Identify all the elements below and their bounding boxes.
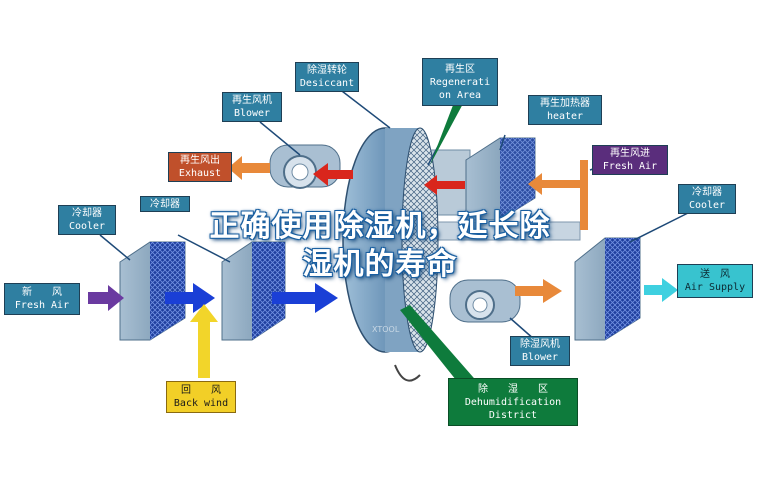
cooler-left-unit bbox=[119, 241, 186, 341]
arrow-regen-fresh-air bbox=[528, 160, 588, 230]
regen-area-pointer bbox=[430, 100, 465, 165]
arrow-blue-1 bbox=[165, 283, 215, 313]
arrow-exhaust bbox=[228, 156, 270, 180]
arrow-fresh-air-in bbox=[88, 285, 124, 311]
dehum-district-pointer bbox=[400, 305, 480, 385]
arrow-wheel-to-blower bbox=[313, 163, 353, 186]
arrow-back-wind bbox=[190, 304, 218, 378]
headline-line1: 正确使用除湿机，延长除 bbox=[209, 209, 551, 244]
arrow-orange-process bbox=[515, 279, 562, 303]
arrow-blue-2 bbox=[272, 283, 338, 313]
headline-line2: 湿机的寿命 bbox=[302, 247, 458, 282]
regen-heater-unit bbox=[465, 137, 536, 221]
cooler-second-unit bbox=[221, 241, 286, 341]
watermark: XTOOL bbox=[372, 325, 400, 334]
arrow-regen-to-wheel bbox=[424, 175, 465, 195]
cooler-right-unit bbox=[574, 237, 641, 341]
headline-title: 正确使用除湿机，延长除 湿机的寿命 bbox=[120, 208, 640, 284]
dehum-blower-unit bbox=[449, 279, 521, 323]
regen-blower-unit bbox=[269, 144, 341, 189]
label-cooler-second: 冷却器 bbox=[140, 196, 190, 212]
arrow-air-supply bbox=[644, 278, 678, 302]
